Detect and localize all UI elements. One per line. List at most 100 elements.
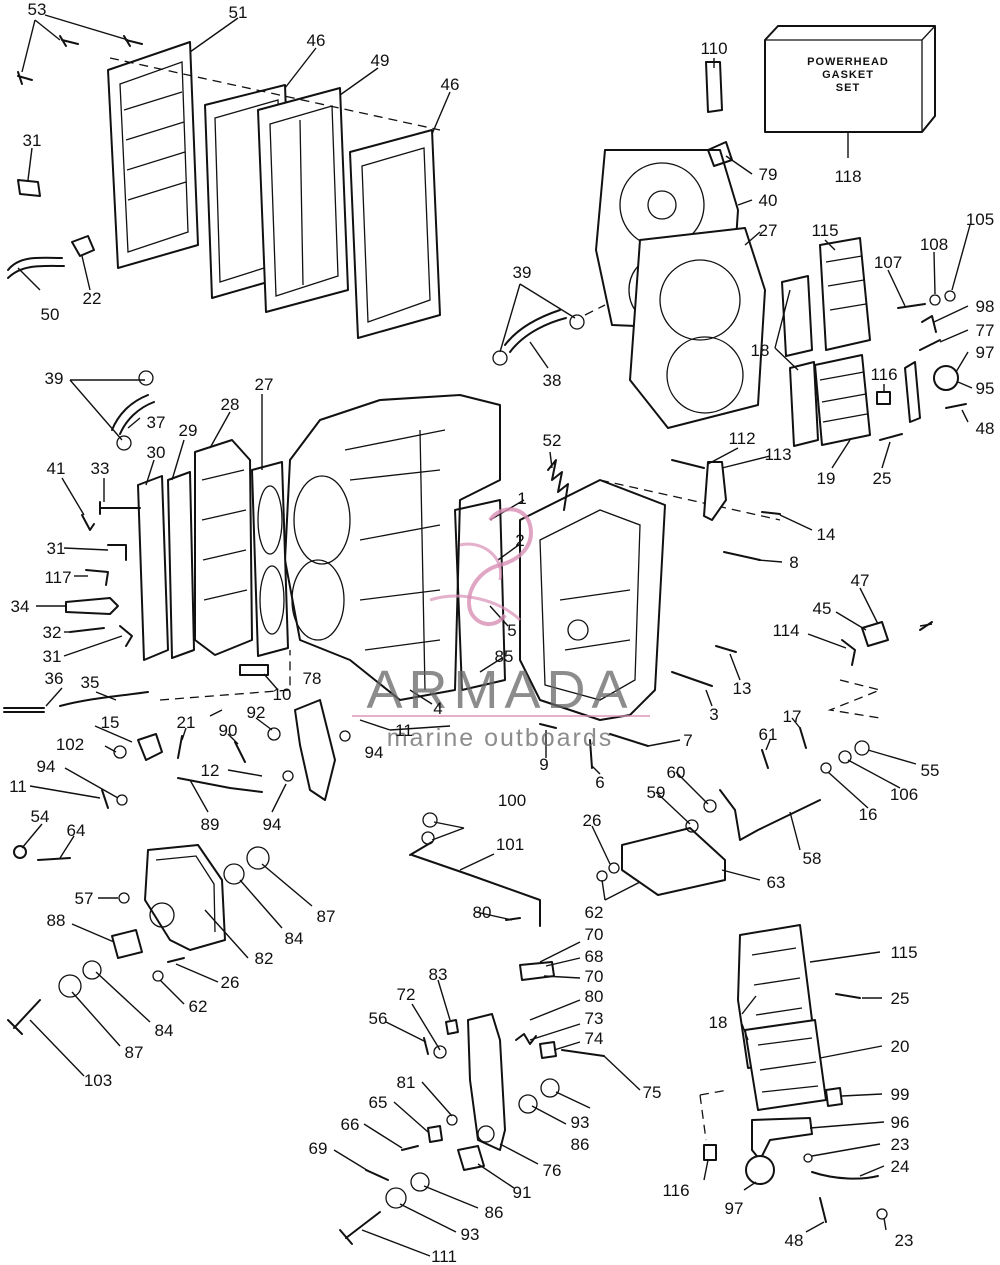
- screw-25-lower: [835, 993, 861, 999]
- callout-label: 81: [397, 1073, 416, 1092]
- callout-label: 29: [179, 421, 198, 440]
- screw-53a: [59, 35, 79, 47]
- lead-36: [3, 707, 45, 713]
- exhaust-gasket-b: [349, 129, 441, 339]
- callout-label: 13: [733, 679, 752, 698]
- callout-labels: 53 51 46 49 46 31 50 22 110 118 79 40 27…: [9, 0, 994, 1265]
- rod-58: [719, 789, 821, 841]
- callout-label: 54: [31, 807, 50, 826]
- washer-94c: [116, 794, 128, 806]
- reed-plate-20: [744, 1019, 827, 1111]
- screw-64: [37, 857, 71, 861]
- washer-55: [854, 740, 870, 756]
- callout-label: 23: [891, 1135, 910, 1154]
- hose-37: [111, 394, 149, 431]
- spring-52: [547, 459, 569, 511]
- reed-gasket-18b: [789, 361, 819, 447]
- callout-label: 17: [783, 707, 802, 726]
- screw-26-left: [167, 957, 185, 963]
- washer-87-left: [58, 974, 82, 998]
- pin-21: [177, 735, 183, 759]
- screw-48-lower: [819, 1197, 827, 1223]
- callout-label: 115: [811, 221, 838, 240]
- callout-label: 12: [201, 761, 220, 780]
- callout-label: 94: [263, 815, 282, 834]
- screw-112: [671, 459, 705, 469]
- reed-valve-group: [781, 237, 967, 447]
- callout-label: 11: [9, 777, 27, 796]
- bracket-78: [294, 699, 336, 801]
- callout-label: 93: [571, 1113, 590, 1132]
- screw-14: [761, 511, 781, 515]
- washer-72: [433, 1045, 447, 1059]
- callout-label: 10: [273, 685, 292, 704]
- callout-label: 70: [585, 967, 604, 986]
- callout-label: 4: [433, 699, 442, 718]
- lower-reed-group: [699, 924, 888, 1223]
- hose-50: [7, 256, 63, 271]
- callout-label: 35: [81, 673, 100, 692]
- callout-label: 113: [764, 445, 791, 464]
- part-100b: [421, 831, 435, 845]
- callout-label: 31: [23, 131, 42, 150]
- plate-29: [167, 471, 195, 659]
- bracket-96: [751, 1117, 813, 1161]
- callout-label: 14: [817, 525, 836, 544]
- callout-label: 60: [667, 763, 686, 782]
- callout-label: 102: [56, 735, 84, 754]
- bushing-65: [427, 1125, 443, 1143]
- callout-label: 77: [976, 321, 995, 340]
- clamp-39a: [569, 314, 585, 330]
- clip-41: [81, 514, 95, 531]
- callout-label: 76: [543, 1161, 562, 1180]
- callout-label: 87: [317, 907, 336, 926]
- callout-label: 74: [585, 1029, 604, 1048]
- callout-label: 50: [41, 305, 60, 324]
- clamp-39c: [138, 370, 154, 386]
- throttle-arm-76: [467, 1013, 506, 1151]
- callout-label: 41: [47, 459, 66, 478]
- callout-label: 53: [28, 0, 47, 19]
- watermark-tagline: marine outboards: [387, 724, 614, 752]
- clip-31-mid: [107, 544, 127, 561]
- exhaust-outer-cover: [107, 41, 199, 269]
- callout-label: 28: [221, 395, 240, 414]
- washer-93a: [540, 1078, 560, 1098]
- callout-label: 93: [461, 1225, 480, 1244]
- callout-label: 31: [47, 539, 66, 558]
- callout-label: 7: [683, 731, 692, 750]
- callout-label: 62: [585, 903, 604, 922]
- seal-85: [454, 499, 506, 691]
- reed-gasket-18a: [781, 275, 813, 357]
- callout-label: 18: [709, 1013, 728, 1032]
- screw-48-top: [945, 403, 967, 409]
- callout-label: 90: [219, 721, 238, 740]
- fitting-22: [71, 235, 95, 257]
- callout-label: 1: [517, 489, 526, 508]
- callout-label: 97: [725, 1199, 744, 1218]
- callout-label: 5: [507, 621, 516, 640]
- callout-label: 73: [585, 1009, 604, 1028]
- callout-label: 6: [595, 773, 604, 792]
- clip-31-top: [17, 179, 41, 197]
- timer-base-group: [7, 699, 351, 1035]
- washer-59: [685, 819, 699, 833]
- watermark-brand: ARMADA: [366, 660, 633, 720]
- callout-label: 37: [147, 413, 166, 432]
- callout-label: 27: [759, 221, 778, 240]
- bracket-95: [904, 361, 921, 423]
- bushing-88: [111, 929, 143, 959]
- callout-label: 27: [255, 375, 274, 394]
- cylinder-head-group: [492, 61, 766, 429]
- callout-label: 2: [515, 531, 524, 550]
- callout-label: 78: [303, 669, 322, 688]
- kit-box-line1: POWERHEAD: [807, 56, 889, 68]
- nut-74: [539, 1041, 557, 1059]
- callout-label: 46: [307, 31, 326, 50]
- nut-54: [13, 845, 27, 859]
- callout-label: 96: [891, 1113, 910, 1132]
- washer-57: [118, 892, 130, 904]
- nut-62-right: [596, 870, 608, 882]
- bracket-117: [85, 569, 109, 586]
- bolt-103: [7, 999, 41, 1035]
